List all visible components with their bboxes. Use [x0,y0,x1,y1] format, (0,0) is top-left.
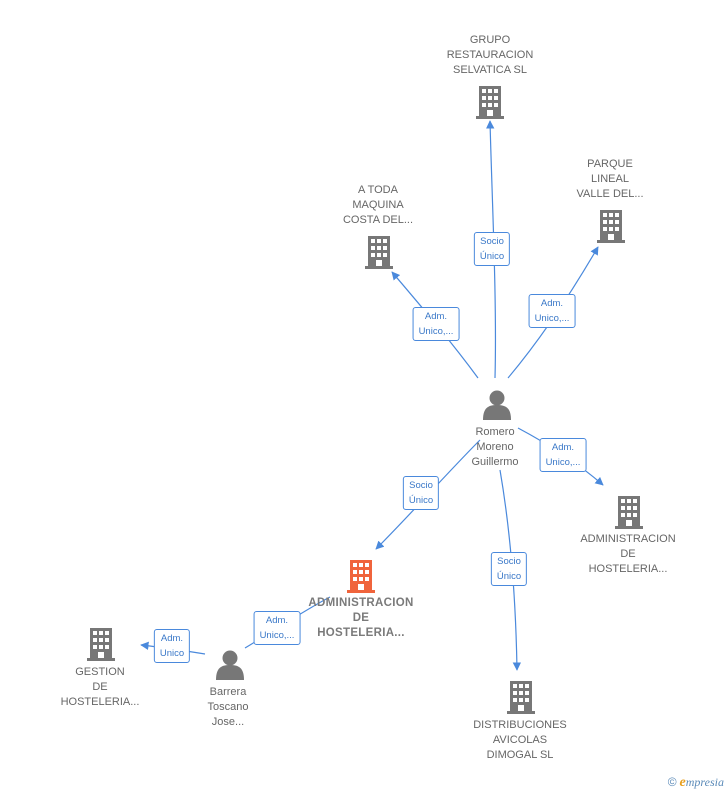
node-label-grupo[interactable]: GRUPO RESTAURACION SELVATICA SL [446,34,534,76]
brand-name: mpresia [685,775,724,789]
node-label-adminmain[interactable]: ADMINISTRACION DE HOSTELERIA... [308,597,414,639]
edge-label-romero-atoda[interactable]: Adm. Unico,... [412,307,460,341]
person-icon-barrera[interactable] [216,650,244,681]
edge-label-barrera-gestion[interactable]: Adm. Unico [153,629,191,663]
edge-label-romero-distrib[interactable]: Socio Único [490,552,528,586]
copyright-icon: © [667,775,677,789]
company-icon-adminright[interactable] [615,496,643,529]
node-label-gestion[interactable]: GESTION DE HOSTELERIA... [60,666,140,708]
company-icon-parque[interactable] [597,210,625,243]
edge-label-romero-parque[interactable]: Adm. Unico,... [528,294,576,328]
node-label-parque[interactable]: PARQUE LINEAL VALLE DEL... [576,158,644,200]
edge-label-romero-adminright[interactable]: Adm. Unico,... [539,438,587,472]
company-icon-distrib[interactable] [507,681,535,714]
node-label-distrib[interactable]: DISTRIBUCIONES AVICOLAS DIMOGAL SL [473,719,567,761]
node-label-adminright[interactable]: ADMINISTRACION DE HOSTELERIA... [580,533,676,575]
company-icon-grupo[interactable] [476,86,504,119]
brand-initial: e [679,775,686,790]
node-label-atoda[interactable]: A TODA MAQUINA COSTA DEL... [342,184,414,226]
edge-label-romero-grupo[interactable]: Socio Único [473,232,511,266]
edge-label-barrera-adminmain[interactable]: Adm. Unico,... [253,611,301,645]
company-icon-atoda[interactable] [365,236,393,269]
node-label-romero[interactable]: Romero Moreno Guillermo [471,426,519,468]
company-icon-adminmain[interactable] [347,560,375,593]
brand-logo[interactable]: ©empresia [668,775,724,791]
company-icon-gestion[interactable] [87,628,115,661]
person-icon-romero[interactable] [483,390,511,421]
edge-label-romero-adminmain[interactable]: Socio Único [402,476,440,510]
node-label-barrera[interactable]: Barrera Toscano Jose... [207,686,249,728]
